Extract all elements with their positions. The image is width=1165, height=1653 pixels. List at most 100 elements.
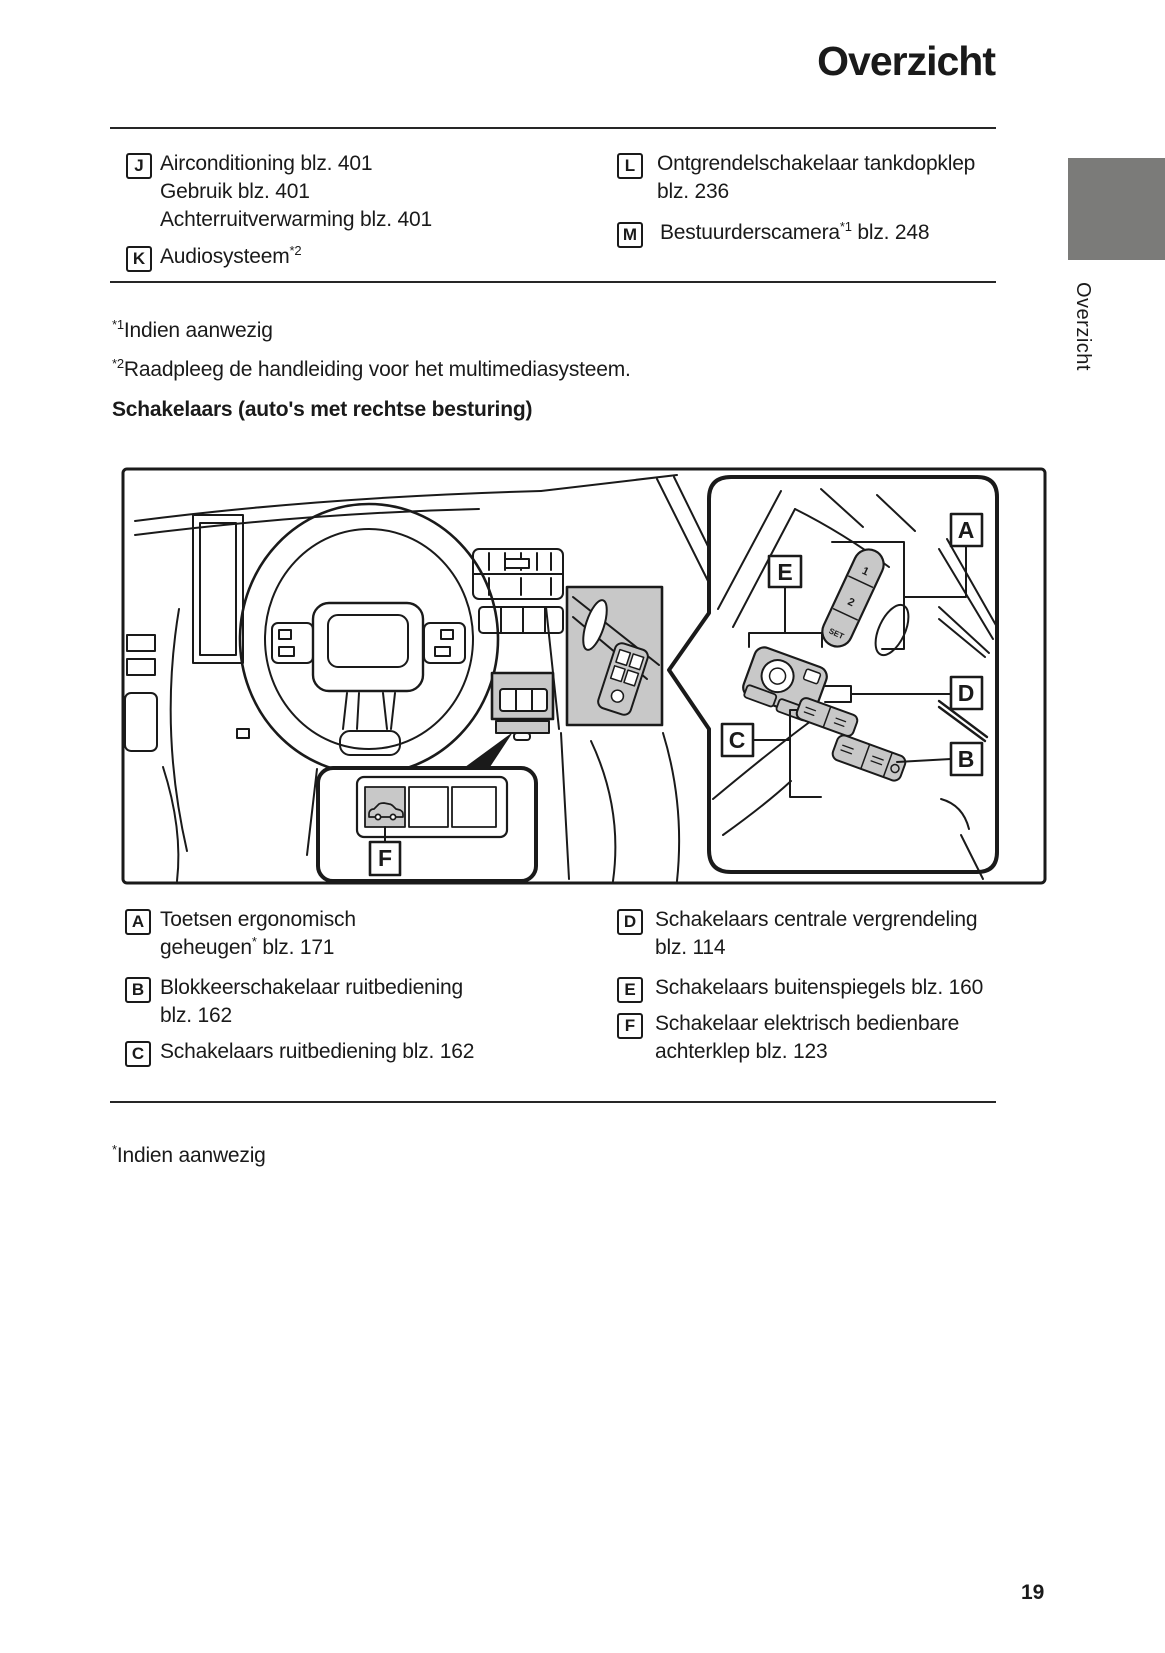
- legend-line: blz. 114: [655, 936, 726, 959]
- legend-line: Schakelaars ruitbediening blz. 162: [160, 1040, 475, 1063]
- diagram-label-d-text: D: [958, 680, 975, 706]
- item-text: blz. 248: [851, 221, 930, 244]
- item-text: Audiosysteem: [160, 245, 290, 268]
- keybox-d: D: [617, 909, 643, 935]
- tailgate-icon: [368, 802, 404, 821]
- footnote-marker: *1: [112, 317, 124, 332]
- footnote-1: *1Indien aanwezig: [112, 317, 273, 343]
- legend-line: Toetsen ergonomisch: [160, 908, 356, 931]
- legend-line: Schakelaar elektrisch bedienbare: [655, 1012, 960, 1035]
- chapter-tab: [1068, 158, 1165, 260]
- legend-item-c: Schakelaars ruitbediening blz. 162: [160, 1038, 474, 1066]
- window-switch-row-front: [795, 697, 859, 737]
- diagram-label-b: B: [949, 741, 984, 777]
- keybox-e-label: E: [624, 980, 636, 999]
- door-switches-callout: 1 2 SET A E: [667, 475, 999, 880]
- legend-item-e: Schakelaars buitenspiegels blz. 160: [655, 974, 983, 1002]
- tailgate-switch-callout: F: [316, 766, 538, 883]
- label-e-leader: [748, 586, 823, 648]
- display-screen: [192, 514, 244, 664]
- item-line: Gebruik blz. 401: [160, 180, 310, 203]
- top-rule: [110, 127, 996, 129]
- page-title: Overzicht: [817, 38, 996, 84]
- keybox-e: E: [617, 977, 643, 1003]
- keybox-d-label: D: [623, 912, 637, 931]
- keybox-a: A: [125, 909, 151, 935]
- legend-item-f: Schakelaar elektrisch bedienbare achterk…: [655, 1010, 959, 1066]
- legend-line: geheugen* blz. 171: [160, 934, 356, 962]
- legend-line: achterklep blz. 123: [655, 1040, 828, 1063]
- seat-memory-switch: 1 2 SET: [821, 548, 885, 648]
- legend-text: geheugen: [160, 936, 252, 959]
- diagram-label-b-text: B: [958, 746, 975, 772]
- item-airconditioning: Airconditioning blz. 401 Gebruik blz. 40…: [160, 150, 432, 234]
- keybox-c-label: C: [131, 1044, 145, 1063]
- keybox-l-label: L: [624, 156, 636, 175]
- seat-memory-1: 1: [860, 565, 871, 578]
- tailgate-callout-arrow: [461, 732, 513, 770]
- keybox-j-label: J: [134, 156, 144, 175]
- diagram-label-f: F: [368, 840, 402, 877]
- footnote-text: Indien aanwezig: [123, 319, 273, 342]
- diagram-label-e-text: E: [777, 559, 792, 585]
- item-line: Ontgrendelschakelaar tankdopklep: [657, 152, 976, 175]
- keybox-k: K: [126, 246, 152, 272]
- keybox-a-label: A: [131, 912, 145, 931]
- mid-rule: [110, 281, 996, 283]
- keybox-f: F: [617, 1013, 643, 1039]
- keybox-m-label: M: [622, 225, 638, 244]
- diagram-label-d: D: [949, 675, 984, 711]
- diagram-label-a-text: A: [958, 517, 975, 543]
- seat-memory-2: 2: [846, 596, 857, 609]
- item-tankdopklep: Ontgrendelschakelaar tankdopklep blz. 23…: [657, 150, 1002, 206]
- legend-line: Schakelaars centrale vergrendeling: [655, 908, 978, 931]
- keybox-k-label: K: [132, 249, 146, 268]
- diagram-label-e: E: [767, 554, 803, 589]
- item-line: Achterruitverwarming blz. 401: [160, 208, 432, 231]
- item-text: Bestuurderscamera: [660, 221, 840, 244]
- section-heading: Schakelaars (auto's met rechtse besturin…: [112, 398, 533, 421]
- item-audiosysteem: Audiosysteem*2: [160, 243, 302, 271]
- page-number: 19: [1021, 1581, 1045, 1604]
- footnote-marker: *: [251, 934, 257, 949]
- keybox-l: L: [617, 153, 643, 179]
- dashboard-sketch: [124, 474, 729, 882]
- chapter-tab-label: Overzicht: [1072, 282, 1094, 371]
- legend-item-a: Toetsen ergonomisch geheugen* blz. 171: [160, 906, 356, 962]
- diagram-label-c: C: [720, 722, 755, 758]
- switch-location-illustration: F 1 2 SET: [121, 467, 1047, 885]
- keybox-c: C: [125, 1041, 151, 1067]
- legend-item-b: Blokkeerschakelaar ruitbediening blz. 16…: [160, 974, 463, 1030]
- legend-line: blz. 162: [160, 1004, 232, 1027]
- footnote-text: Indien aanwezig: [116, 1144, 266, 1167]
- keybox-j: J: [126, 153, 152, 179]
- footnote-2: *2Raadpleeg de handleiding voor het mult…: [112, 356, 631, 382]
- footnote-text: Raadpleeg de handleiding voor het multim…: [123, 358, 631, 381]
- footnote-marker: *2: [112, 356, 124, 371]
- column-switch-panel: [490, 671, 555, 741]
- keybox-m: M: [617, 222, 643, 248]
- diagram-label-c-text: C: [729, 727, 746, 753]
- legend-line: Blokkeerschakelaar ruitbediening: [160, 976, 463, 999]
- keybox-b: B: [125, 977, 151, 1003]
- footnote-bottom: *Indien aanwezig: [112, 1142, 266, 1168]
- legend-text: blz. 171: [256, 936, 335, 959]
- footnote-marker: *1: [839, 219, 852, 234]
- item-line: blz. 236: [657, 180, 729, 203]
- label-b-leader: [896, 758, 952, 763]
- keybox-f-label: F: [624, 1016, 636, 1035]
- door-switch-highlight: [565, 585, 664, 727]
- label-a-leader: [831, 541, 967, 650]
- bottom-rule: [110, 1101, 996, 1103]
- label-c-leader: [752, 709, 822, 798]
- keybox-b-label: B: [131, 980, 145, 999]
- footnote-marker: *: [112, 1142, 117, 1157]
- legend-line: Schakelaars buitenspiegels blz. 160: [655, 976, 984, 999]
- label-d-leader: [824, 685, 952, 703]
- item-bestuurderscamera: Bestuurderscamera*1 blz. 248: [660, 219, 930, 247]
- legend-item-d: Schakelaars centrale vergrendeling blz. …: [655, 906, 978, 962]
- diagram-label-a: A: [949, 512, 984, 548]
- diagram-label-f-text: F: [378, 845, 392, 871]
- footnote-marker: *2: [289, 243, 302, 258]
